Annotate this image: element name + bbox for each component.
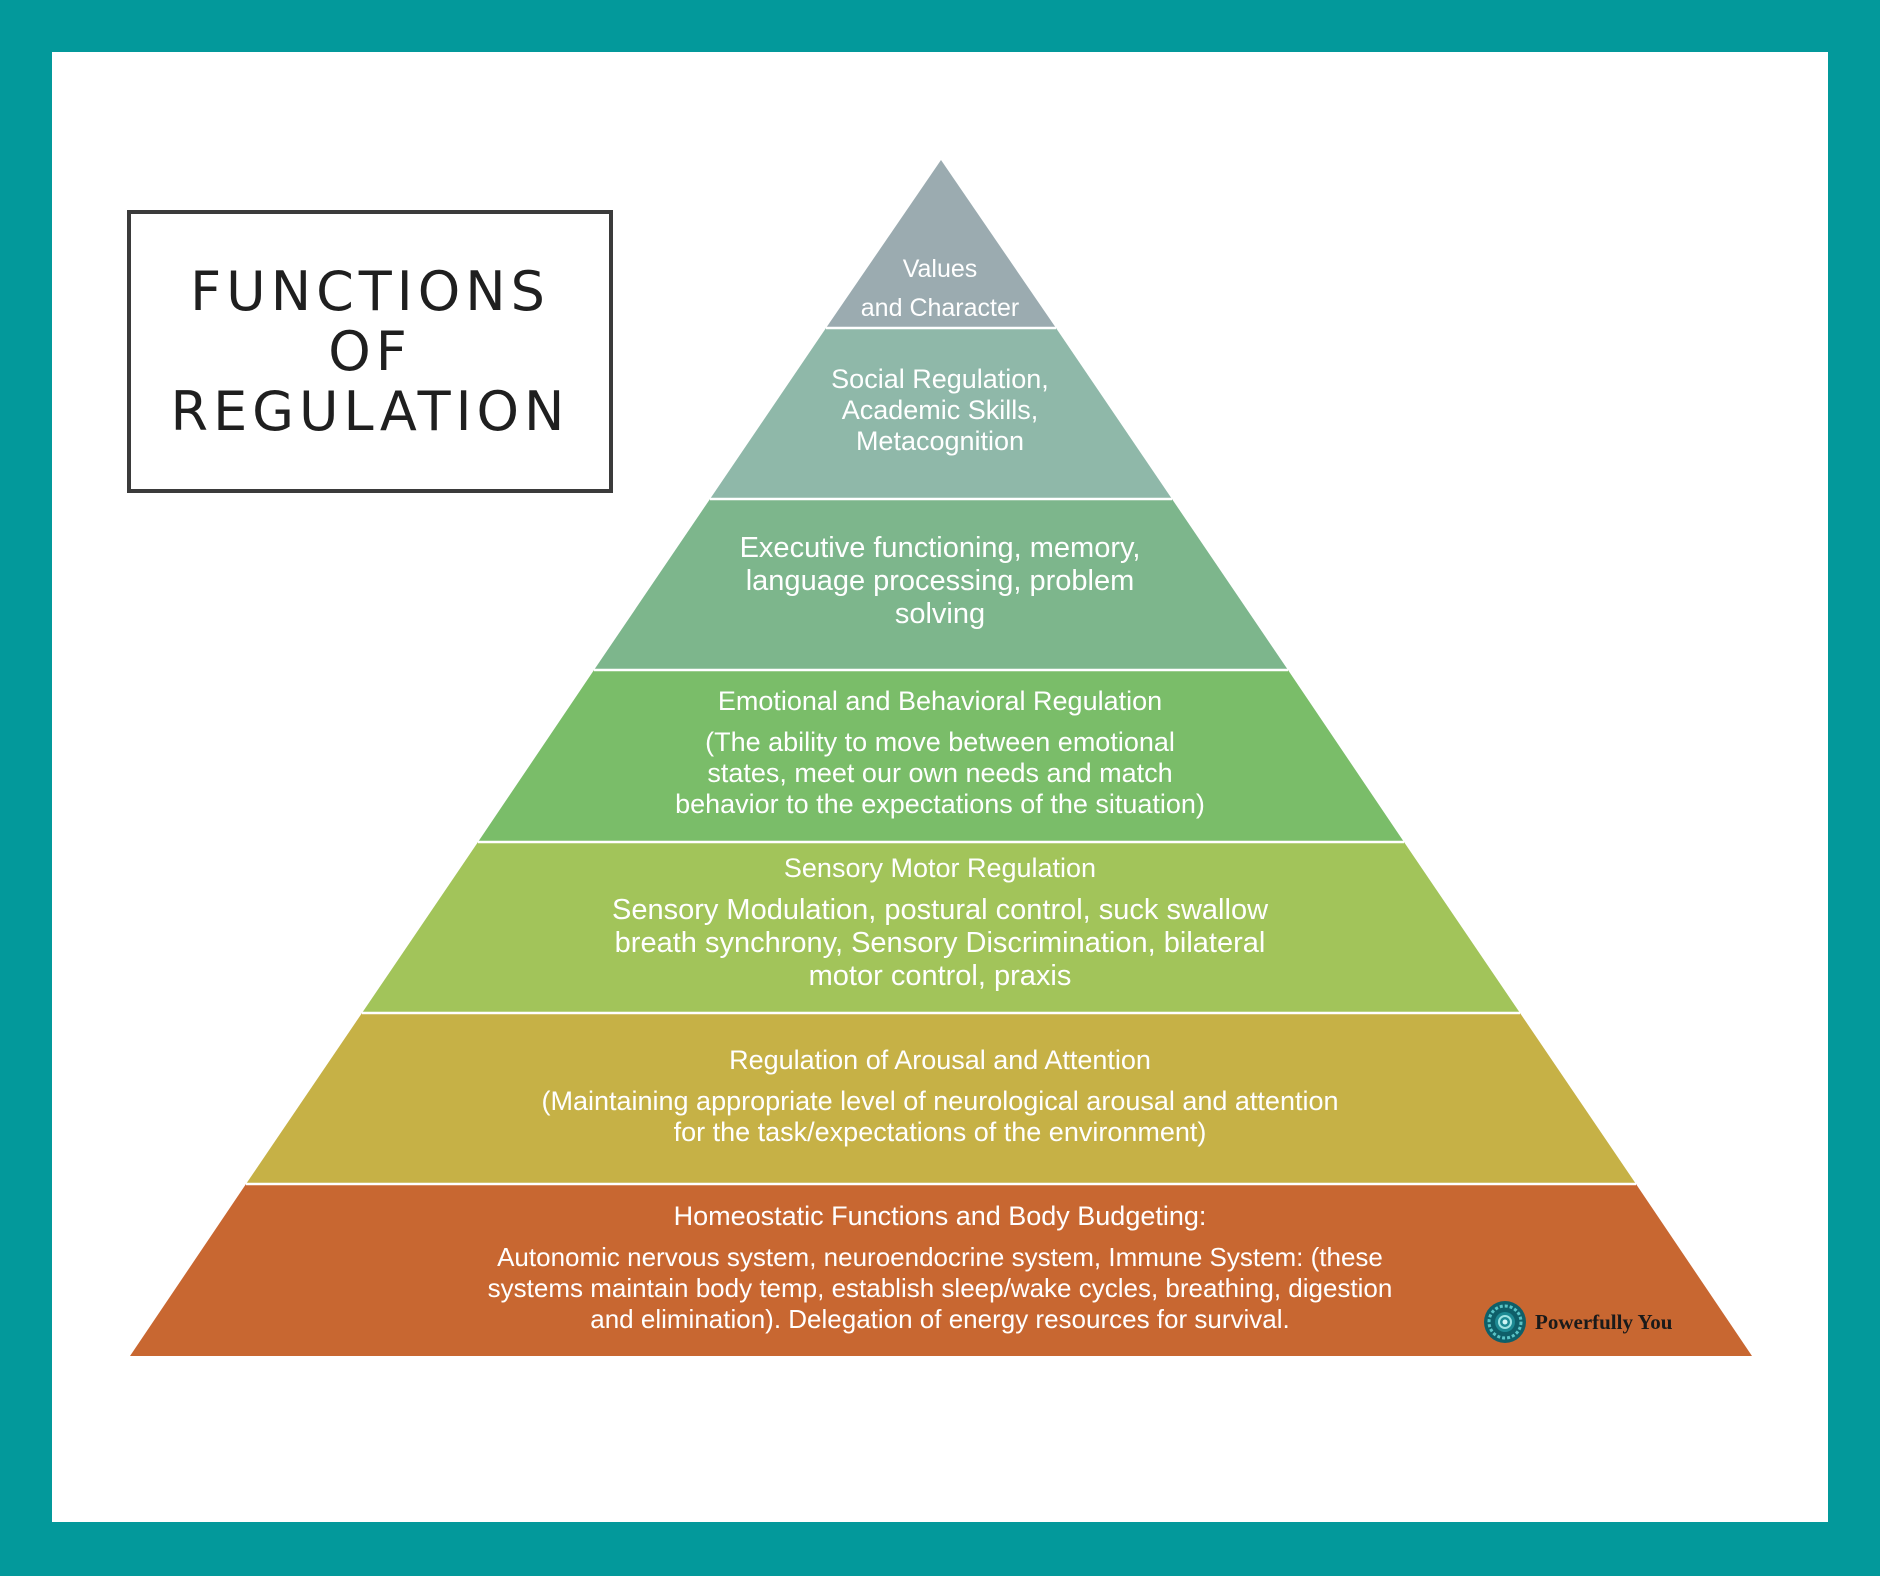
tier-6-arousal [246,1013,1636,1184]
tier-2-line-1: Social Regulation, [831,364,1049,394]
tier-5-sensory-motor [362,842,1520,1013]
tier-5-line-2: breath synchrony, Sensory Discrimination… [614,927,1266,959]
tier-2-line-3: Metacognition [855,426,1025,456]
tier-1-values [826,160,1056,328]
tier-1-line-1: Values [902,255,978,283]
tier-3-line-3: solving [894,598,986,630]
title-line-3: REGULATION [170,379,570,443]
tier-5-line-1: Sensory Modulation, postural control, su… [611,894,1269,926]
tier-dividers [246,326,1636,1186]
tier-7-homeostatic [130,1184,1752,1356]
tier-5-heading: Sensory Motor Regulation [783,853,1097,883]
tier-6-line-1: (Maintaining appropriate level of neurol… [541,1086,1339,1116]
tier-6-line-2: for the task/expectations of the environ… [673,1117,1207,1147]
title-line-2: OF [328,319,412,383]
title-box: FUNCTIONS OF REGULATION [127,210,613,493]
logo-text: Powerfully You [1535,1309,1673,1334]
tier-1-line-2: and Character [860,294,1020,322]
tier-4-line-1: (The ability to move between emotional [705,727,1175,757]
tier-4-text: Emotional and Behavioral Regulation (The… [540,685,1340,820]
tier-2-social [710,328,1172,499]
tier-5-line-3: motor control, praxis [808,960,1072,992]
powerfully-you-logo: Powerfully You [1483,1300,1672,1344]
tier-1-text: Values and Character [840,250,1040,328]
tier-4-emotional [478,670,1404,842]
tier-7-line-3: and elimination). Delegation of energy r… [590,1304,1290,1334]
tier-5-text: Sensory Motor Regulation Sensory Modulat… [440,852,1440,993]
tier-4-heading: Emotional and Behavioral Regulation [717,686,1163,716]
tier-7-line-1: Autonomic nervous system, neuroendocrine… [497,1242,1383,1272]
tier-6-text: Regulation of Arousal and Attention (Mai… [340,1044,1540,1148]
tier-3-executive [594,499,1288,670]
tier-3-line-1: Executive functioning, memory, [739,532,1141,564]
tier-2-text: Social Regulation, Academic Skills, Meta… [740,364,1140,457]
tier-7-heading: Homeostatic Functions and Body Budgeting… [673,1201,1207,1231]
tier-2-line-2: Academic Skills, [841,395,1039,425]
title-line-1: FUNCTIONS [190,259,550,323]
tier-4-line-3: behavior to the expectations of the situ… [675,789,1205,819]
tier-4-line-2: states, meet our own needs and match [707,758,1173,788]
tier-3-line-2: language processing, problem [745,565,1135,597]
mandala-icon [1484,1301,1526,1343]
tier-6-heading: Regulation of Arousal and Attention [729,1045,1151,1075]
tier-3-text: Executive functioning, memory, language … [640,532,1240,631]
tier-7-text: Homeostatic Functions and Body Budgeting… [390,1200,1490,1335]
tier-7-line-2: systems maintain body temp, establish sl… [487,1273,1393,1303]
